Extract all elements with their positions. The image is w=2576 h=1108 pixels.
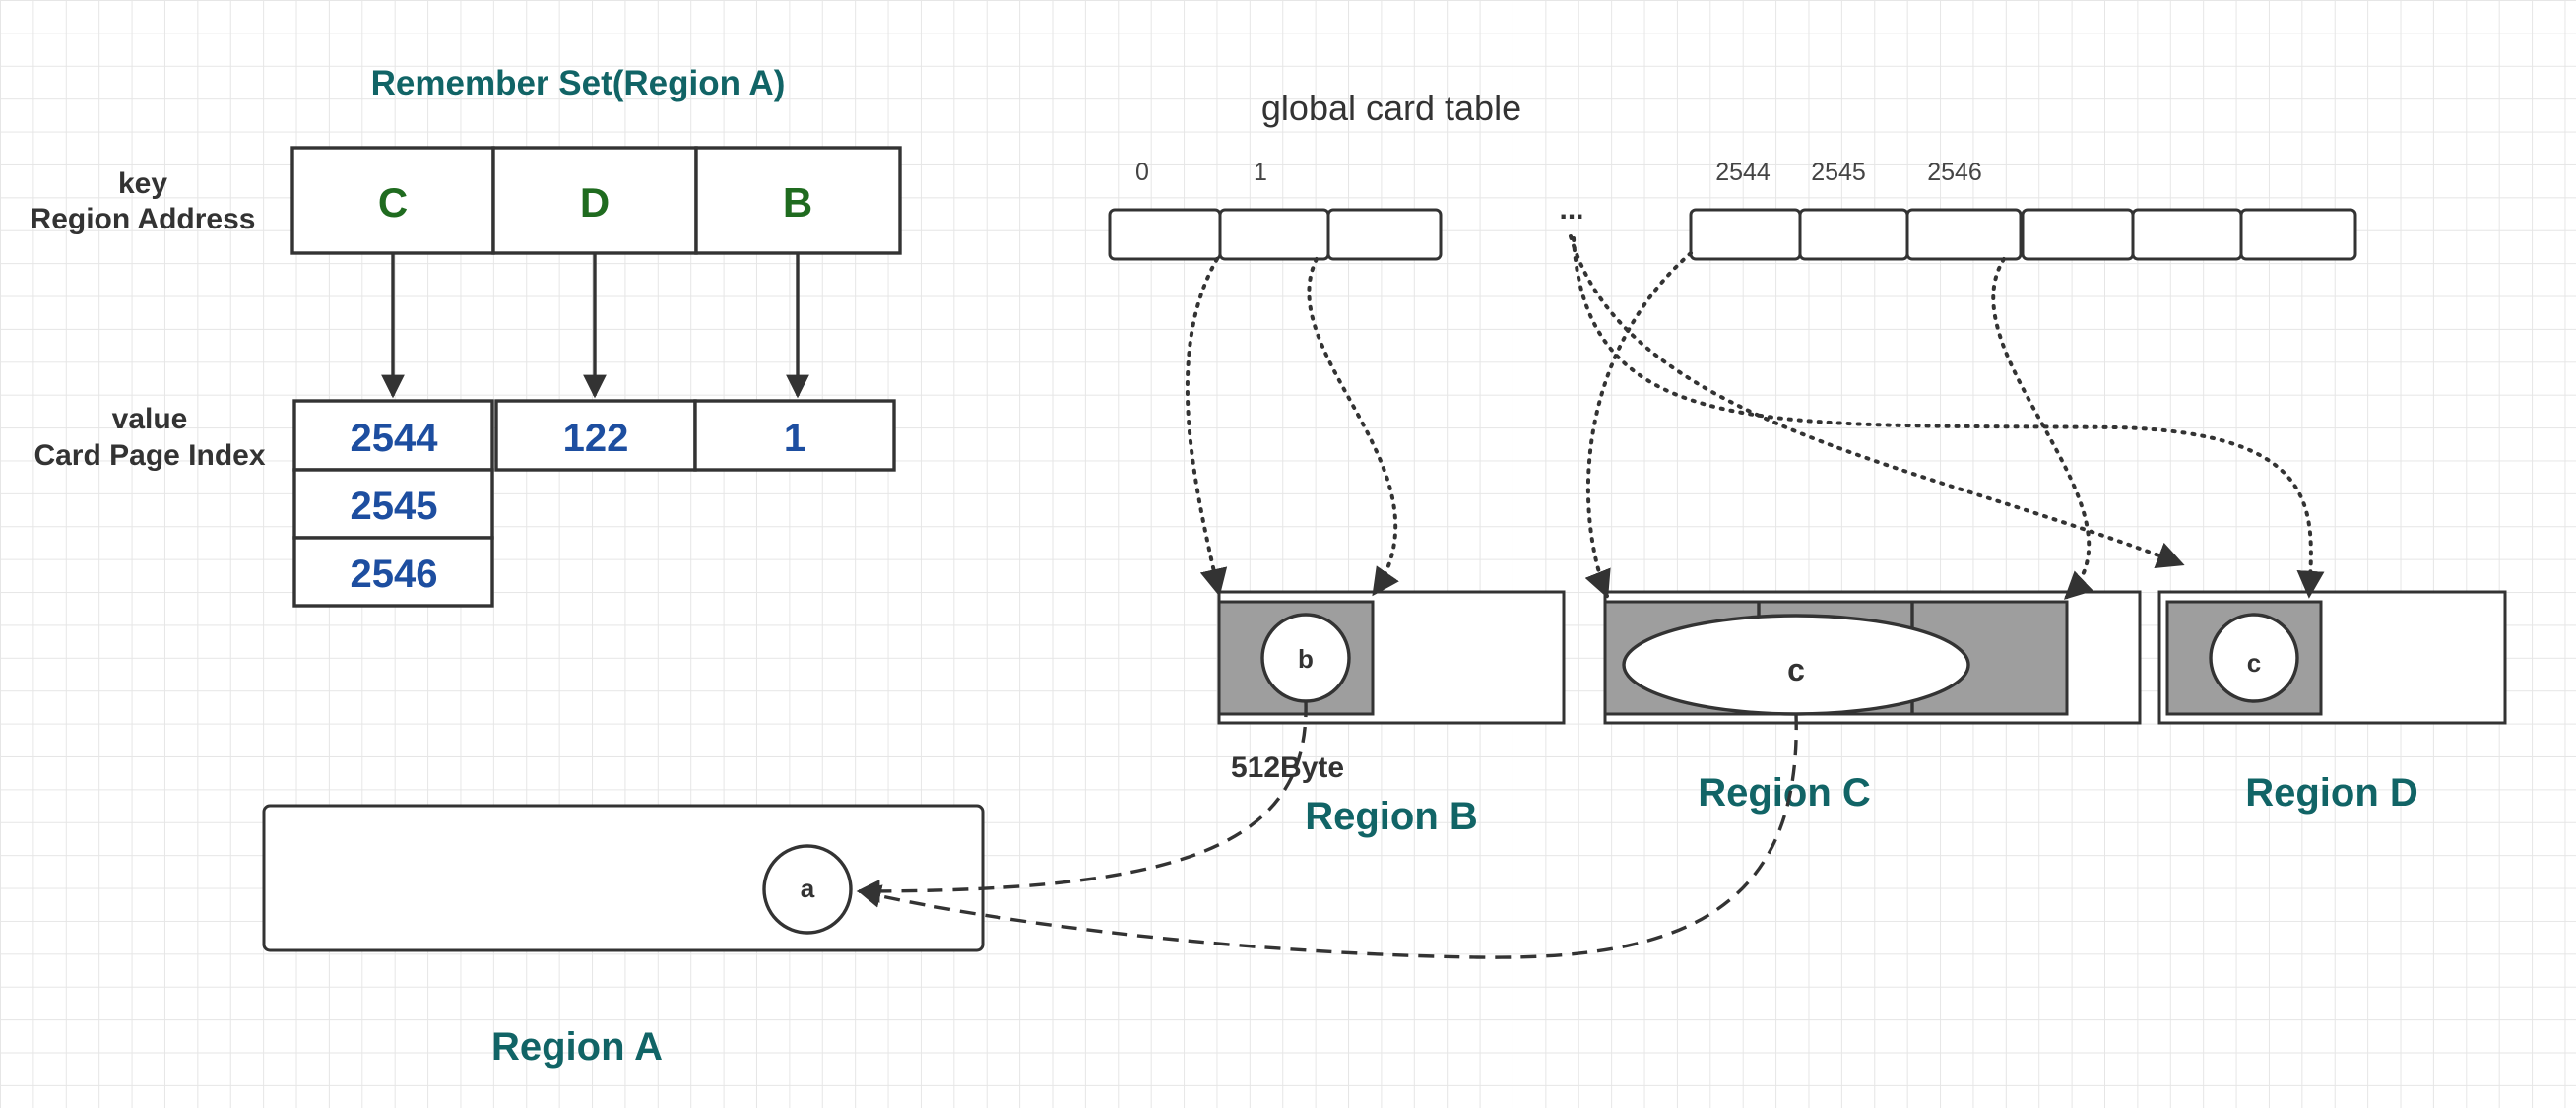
value-label: value (112, 403, 188, 435)
object-c-large-label: c (1787, 652, 1805, 687)
object-d (2209, 613, 2299, 703)
value-122: 122 (563, 417, 629, 460)
ellipsis-to-region-d-card (1572, 236, 2325, 599)
card-2547 (2021, 208, 2135, 261)
card-2546 (1905, 208, 2023, 261)
value-2546: 2546 (351, 553, 438, 596)
value-1: 1 (784, 417, 805, 460)
card-2548 (2131, 208, 2243, 261)
remember-set-title: Remember Set(Region A) (371, 64, 786, 102)
card-index-1: 1 (1254, 159, 1267, 186)
card-size-label: 512Byte (1231, 751, 1344, 784)
card-index-2546: 2546 (1927, 159, 1982, 186)
region-c-label: Region C (1698, 771, 1871, 815)
key-cell-c (290, 146, 495, 255)
ref-c-to-a (857, 713, 1798, 959)
card-table-title: global card table (1261, 88, 1521, 128)
value-cell-1 (693, 399, 896, 472)
value-2545: 2545 (351, 485, 438, 528)
card-0-to-region-b (1185, 257, 1228, 597)
card-1 (1218, 208, 1330, 261)
value-sublabel: Card Page Index (33, 439, 265, 472)
value-2544: 2544 (351, 417, 439, 460)
object-b-label: b (1298, 644, 1314, 674)
card-index-0: 0 (1135, 159, 1149, 186)
object-a-label: a (801, 874, 815, 903)
card-2545 (1798, 208, 1909, 261)
key-d: D (580, 179, 610, 226)
region-b-label: Region B (1305, 795, 1478, 838)
ref-b-to-a (856, 700, 1308, 903)
key-label: key (118, 167, 167, 200)
region-a-label: Region A (491, 1025, 663, 1069)
value-cell-2546 (292, 536, 494, 608)
card-0 (1108, 208, 1222, 261)
key-b: B (783, 179, 812, 226)
key-sublabel: Region Address (31, 203, 256, 235)
object-a (762, 844, 853, 935)
region-a-box (262, 804, 985, 952)
key-c: C (378, 179, 408, 226)
card-index-2544: 2544 (1715, 159, 1771, 186)
card-2549 (2239, 208, 2357, 261)
key-cell-d (491, 146, 698, 255)
card-2544-to-region-c (1584, 251, 1693, 599)
card-table-ellipsis: ... (1559, 193, 1583, 226)
object-d-label: c (2247, 648, 2261, 678)
ellipsis-to-region-d-edge (1569, 234, 2185, 568)
card-index-2545: 2545 (1811, 159, 1866, 186)
card-2544 (1689, 208, 1802, 261)
card-1-to-region-b (1307, 257, 1399, 597)
card-2546-to-region-c (1991, 257, 2093, 600)
region-d-label: Region D (2245, 771, 2418, 815)
card-2 (1326, 208, 1443, 261)
